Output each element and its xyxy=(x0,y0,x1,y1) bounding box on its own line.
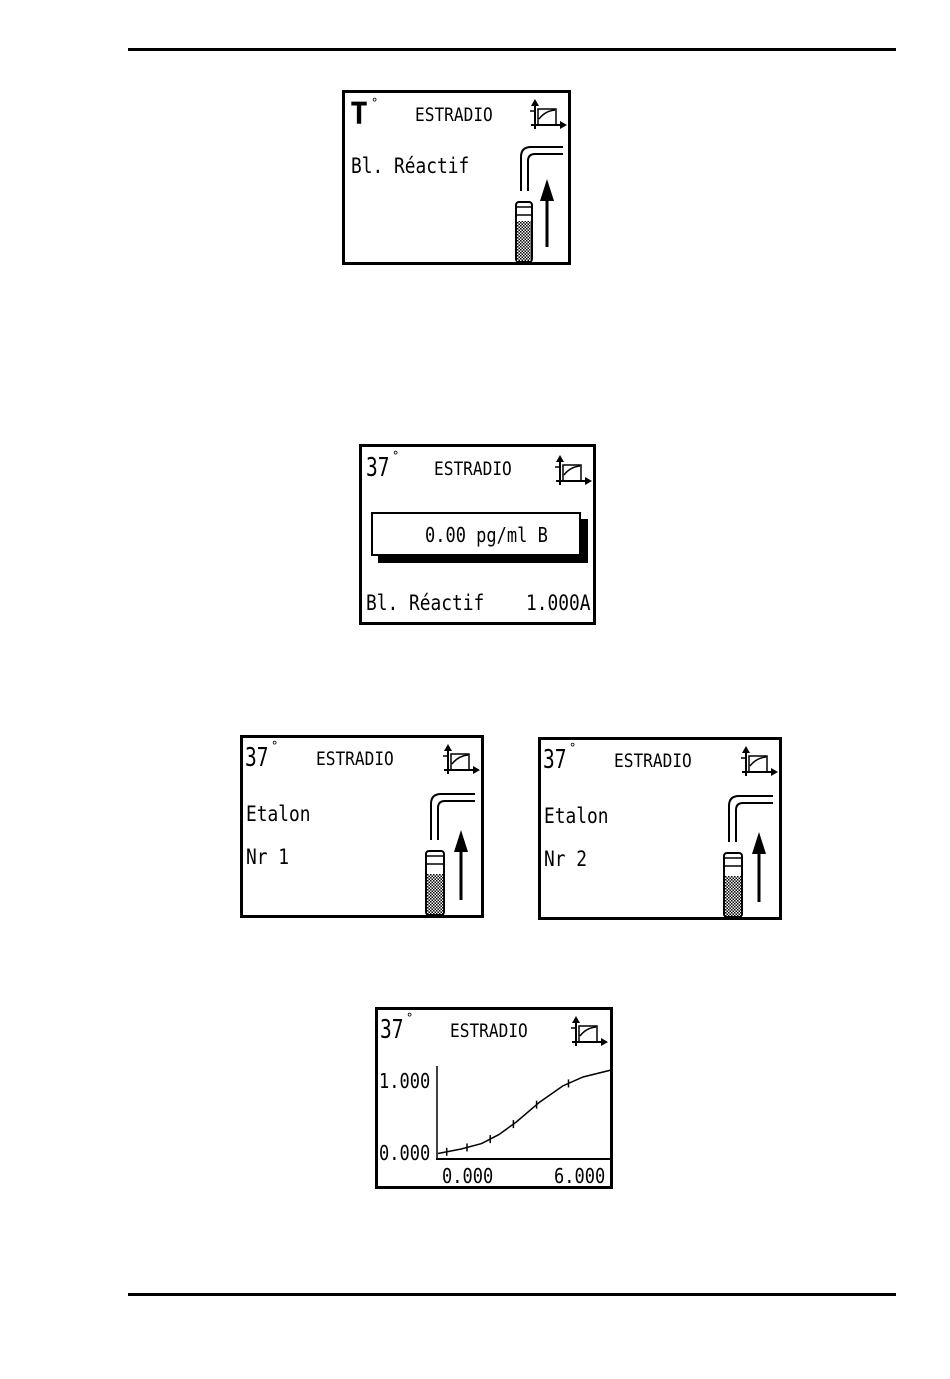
standard-label: Etalon xyxy=(246,802,310,826)
standard-number: Nr 1 xyxy=(246,845,289,869)
test-title: ESTRADIO xyxy=(434,458,512,480)
lcd-screen-standard-2: 37 ° ESTRADIO Etalon Nr 2 xyxy=(538,737,782,920)
x-axis-min-label: 0.000 xyxy=(442,1164,493,1188)
graph-icon xyxy=(554,455,592,491)
result-value: 0.00 pg/ml B xyxy=(425,523,548,547)
y-axis-min-label: 0.000 xyxy=(379,1141,430,1165)
lcd-screen-blank-reagent-aspirate: T ° ESTRADIO Bl. Réactif xyxy=(342,90,571,265)
test-title: ESTRADIO xyxy=(450,1020,528,1042)
up-arrow-icon xyxy=(751,832,767,904)
bottom-rule xyxy=(128,1293,896,1296)
test-title: ESTRADIO xyxy=(316,748,394,770)
temperature-value: 37 xyxy=(380,1015,403,1045)
top-rule xyxy=(128,48,896,51)
degree-symbol: ° xyxy=(271,739,278,753)
graph-icon xyxy=(740,746,778,782)
blank-reagent-label: Bl. Réactif xyxy=(351,154,469,178)
pipe-icon xyxy=(725,792,775,844)
up-arrow-icon xyxy=(539,179,555,249)
temperature-value: 37 xyxy=(245,743,268,773)
result-box: 0.00 pg/ml B xyxy=(371,512,581,556)
standard-number: Nr 2 xyxy=(544,847,587,871)
temperature-value: 37 xyxy=(543,745,566,775)
x-axis-max-label: 6.000 xyxy=(554,1164,605,1188)
lcd-screen-blank-reagent-result: 37 ° ESTRADIO 0.00 pg/ml B Bl. Réactif 1… xyxy=(359,444,596,625)
pipe-icon xyxy=(427,790,477,842)
lcd-screen-standard-1: 37 ° ESTRADIO Etalon Nr 1 xyxy=(240,735,484,918)
standard-label: Etalon xyxy=(544,804,608,828)
graph-icon xyxy=(442,744,480,780)
test-title: ESTRADIO xyxy=(415,104,493,126)
tube-icon xyxy=(722,852,744,918)
y-axis-max-label: 1.000 xyxy=(379,1069,430,1093)
graph-icon xyxy=(570,1016,608,1052)
degree-symbol: ° xyxy=(371,96,378,110)
calibration-curve-plot xyxy=(436,1066,612,1166)
degree-symbol: ° xyxy=(392,449,399,463)
tube-icon xyxy=(514,201,534,263)
temperature-indicator: T xyxy=(350,97,368,132)
lcd-screen-calibration-curve: 37 ° ESTRADIO 1.000 0.000 0.000 6.000 xyxy=(375,1007,613,1189)
degree-symbol: ° xyxy=(406,1011,413,1025)
temperature-value: 37 xyxy=(366,453,389,483)
absorbance-value: 1.000A xyxy=(526,591,590,615)
degree-symbol: ° xyxy=(569,741,576,755)
tube-icon xyxy=(424,850,446,916)
graph-icon xyxy=(529,99,567,135)
calibration-curve xyxy=(438,1070,612,1154)
test-title: ESTRADIO xyxy=(614,750,692,772)
up-arrow-icon xyxy=(453,830,469,902)
blank-reagent-label: Bl. Réactif xyxy=(366,591,484,615)
